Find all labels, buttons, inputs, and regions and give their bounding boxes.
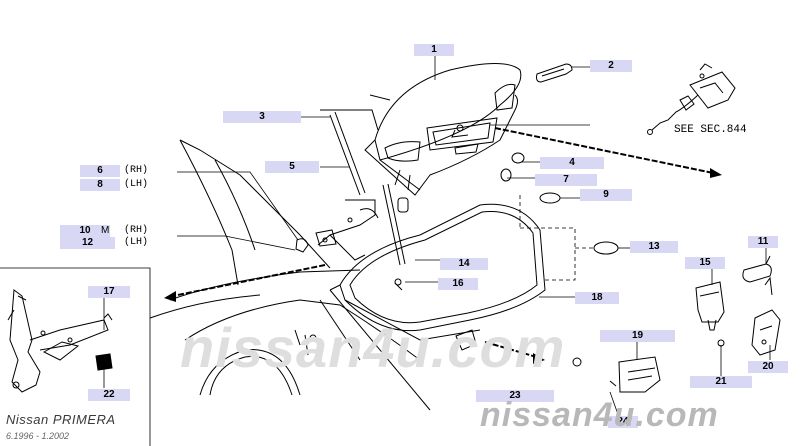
direction-arrows: [167, 127, 719, 359]
side-lh-12: (LH): [124, 237, 149, 248]
grouping-brackets: [519, 195, 595, 281]
model-title: Nissan PRIMERA: [6, 412, 116, 427]
trunk-opening: [329, 203, 546, 341]
inset-detail: [0, 267, 151, 446]
part-label-5: 5: [265, 161, 319, 173]
part-label-19: 19: [600, 330, 675, 342]
part-label-21: 21: [690, 376, 752, 388]
part-label-4: 4: [540, 157, 604, 169]
part-label-15: 15: [685, 257, 725, 269]
lid-small-parts: [295, 63, 619, 255]
part-label-12: 12: [60, 237, 115, 249]
part-label-24: 24: [608, 416, 638, 428]
part-label-2: 2: [590, 60, 632, 72]
part-label-20: 20: [748, 361, 788, 373]
part-label-1: 1: [414, 44, 454, 56]
part-label-17: 17: [88, 286, 130, 298]
part-label-18: 18: [575, 292, 619, 304]
trunk-lid: [364, 63, 522, 196]
part-label-13: 13: [630, 241, 678, 253]
part-label-23: 23: [476, 390, 554, 402]
trunk-actuator: [647, 63, 736, 135]
part-label-22: 22: [88, 389, 130, 401]
section-reference: SEE SEC.844: [674, 124, 747, 136]
part-label-11: 11: [748, 236, 778, 248]
watermark-faint: nissan4u.com: [180, 316, 566, 379]
lock-parts: [455, 255, 781, 393]
model-dates: 6.1996 - 1.2002: [6, 431, 70, 441]
side-rh-6: (RH): [124, 165, 149, 176]
part-label-3: 3: [223, 111, 301, 123]
part-label-10: 10: [60, 225, 110, 237]
part-label-8: 8: [80, 179, 120, 191]
hinge-assembly: [315, 111, 409, 291]
part-label-9: 9: [580, 189, 632, 201]
part-label-16: 16: [438, 278, 478, 290]
arrow-heads: [164, 168, 722, 364]
side-rh-10: (RH): [124, 225, 149, 236]
part-label-14: 14: [440, 258, 488, 270]
side-lh-8: (LH): [124, 179, 149, 190]
part-label-6: 6: [80, 165, 120, 177]
watermark-main: nissan4u.com: [480, 396, 719, 434]
part-label-7: 7: [535, 174, 597, 186]
marker-m: M: [101, 225, 110, 236]
